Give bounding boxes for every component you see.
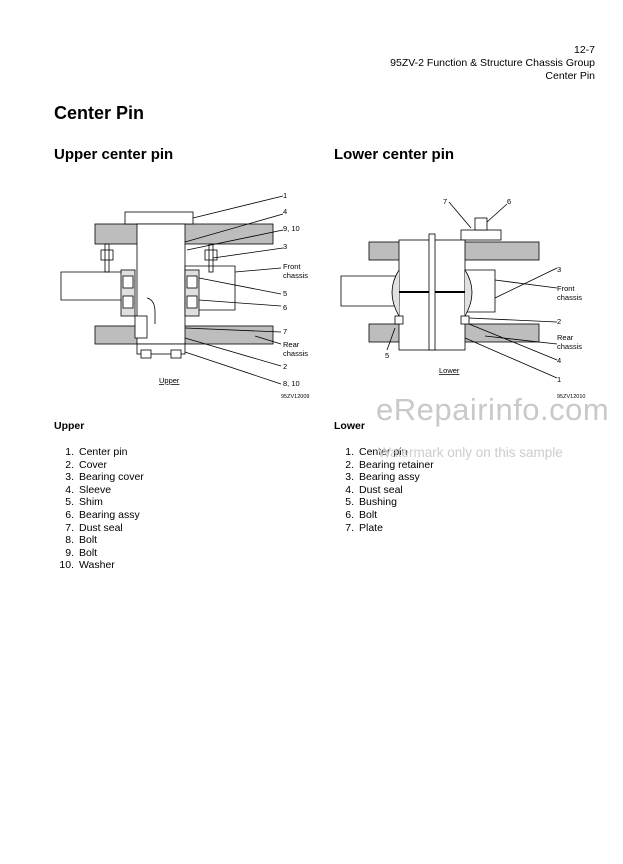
upper-callout-6: 6 [283,303,287,312]
lower-callout-front-chassis: chassis [557,293,582,302]
list-item: 3.Bearing cover [65,471,144,484]
lower-parts-list-title: Lower [334,420,365,432]
upper-callout-9-10: 9, 10 [283,224,300,233]
list-item: 2.Bearing retainer [345,458,434,471]
header-chapter: 95ZV-2 Function & Structure Chassis Grou… [390,57,595,69]
lower-callout-7: 7 [443,197,447,206]
lower-callout-front: Front [557,284,575,293]
upper-callout-rear-chassis: chassis [283,349,308,358]
list-item: 6.Bearing assy [65,508,140,521]
upper-diagram-caption: Upper [159,376,180,385]
lower-callout-1: 1 [557,375,561,384]
lower-center-pin-heading: Lower center pin [334,146,455,163]
list-item: 7.Dust seal [65,521,123,534]
upper-callout-rear: Rear [283,340,300,349]
upper-callout-4: 4 [283,207,287,216]
watermark-logo-text: eRepairinfo.com [376,392,610,427]
page-number: 12-7 [573,44,595,56]
upper-callout-2: 2 [283,362,287,371]
list-item: 5.Shim [65,496,103,509]
upper-center-pin-diagram: 1 4 9, 10 3 Front chassis 5 6 7 Rear cha… [60,191,309,400]
upper-parts-list-title: Upper [54,420,85,432]
upper-callout-front: Front [283,262,301,271]
lower-callout-5: 5 [385,351,389,360]
list-item: 8.Bolt [65,534,98,547]
list-item: 10.Washer [59,559,115,572]
upper-callout-5: 5 [283,289,287,298]
upper-diagram-code: 95ZV12009 [281,394,309,400]
lower-callout-2: 2 [557,317,561,326]
list-item: 5.Bushing [345,496,397,509]
list-item: 6.Bolt [345,508,378,521]
list-item: 1.Center pin [345,446,408,458]
lower-callout-4: 4 [557,356,561,365]
list-item: 3.Bearing assy [345,471,420,484]
upper-callout-7: 7 [283,327,287,336]
upper-callout-front-chassis: chassis [283,271,308,280]
watermark-notice: Watermark only on this sample [378,445,563,460]
list-item: 7.Plate [345,521,383,534]
lower-center-pin-diagram: 7 6 3 Front chassis 2 Rear chassis 4 1 5… [340,197,585,400]
lower-callout-rear: Rear [557,333,574,342]
upper-callout-1: 1 [283,191,287,200]
upper-parts-list: 1.Center pin 2.Cover 3.Bearing cover 4.S… [54,446,144,572]
lower-callout-6: 6 [507,197,511,206]
lower-callout-3: 3 [557,265,561,274]
list-item: 9.Bolt [65,546,98,559]
upper-center-pin-heading: Upper center pin [54,146,174,163]
header-section: Center Pin [545,70,595,82]
lower-parts-list: 1.Center pin 2.Bearing retainer 3.Bearin… [334,446,434,534]
upper-callout-3: 3 [283,242,287,251]
page-title: Center Pin [54,103,145,123]
lower-diagram-caption: Lower [439,366,460,375]
list-item: 1.Center pin [65,446,128,458]
list-item: 4.Dust seal [345,483,403,496]
upper-callout-8-10: 8, 10 [283,379,300,388]
list-item: 2.Cover [65,458,108,471]
lower-diagram-code: 95ZV12010 [557,394,585,400]
list-item: 4.Sleeve [65,483,112,496]
lower-callout-rear-chassis: chassis [557,342,582,351]
